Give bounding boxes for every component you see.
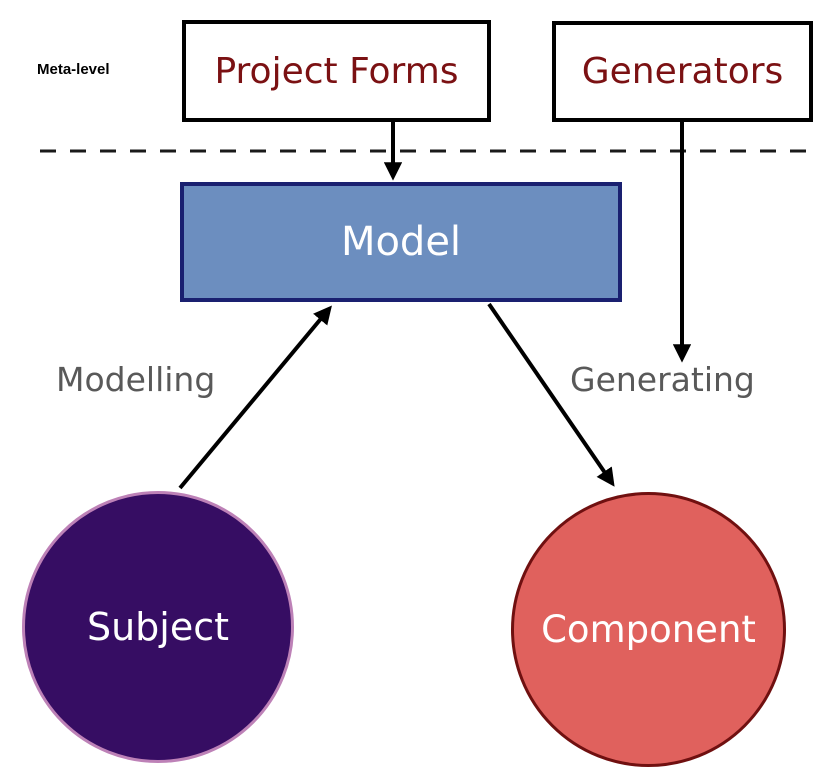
node-model: Model xyxy=(180,182,622,302)
node-subject: Subject xyxy=(22,491,294,763)
node-subject-label: Subject xyxy=(86,605,230,649)
node-project-forms-label: Project Forms xyxy=(214,50,459,92)
edge-label-generating: Generating xyxy=(570,360,755,399)
edge-label-modelling: Modelling xyxy=(56,360,216,399)
node-component-label: Component xyxy=(541,608,756,651)
node-component: Component xyxy=(511,492,786,767)
node-generators-label: Generators xyxy=(581,51,784,92)
node-project-forms: Project Forms xyxy=(182,20,491,122)
node-generators: Generators xyxy=(552,21,813,122)
meta-level-label: Meta-level xyxy=(37,61,110,78)
node-model-label: Model xyxy=(340,219,462,265)
